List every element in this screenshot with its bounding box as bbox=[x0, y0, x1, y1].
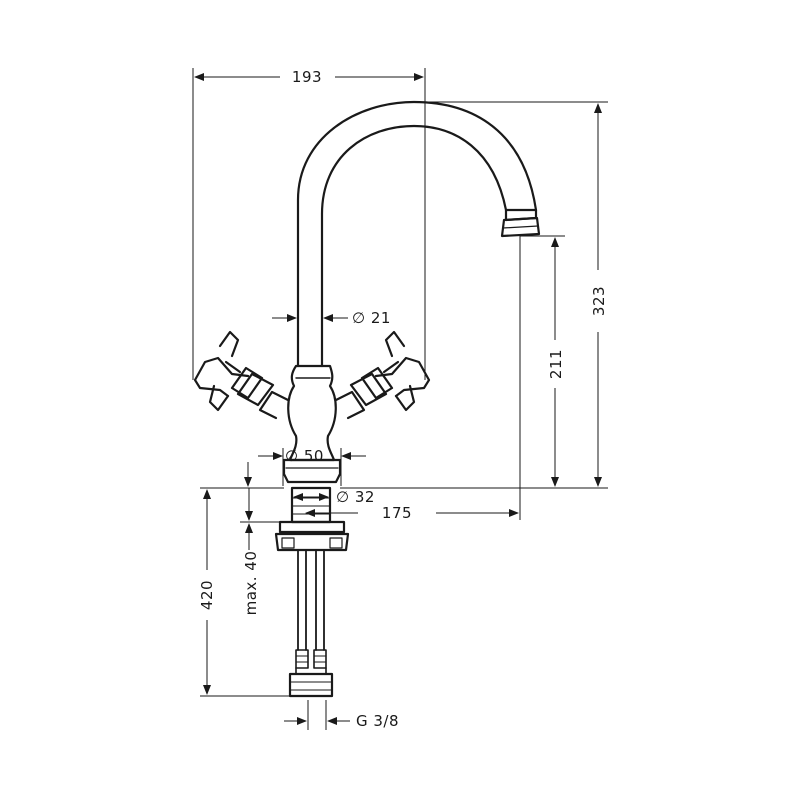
label-max-mounting-depth: max. 40 bbox=[242, 551, 260, 616]
label-spout-reach: 175 bbox=[382, 504, 412, 522]
label-hose-length: 420 bbox=[198, 580, 216, 610]
mounting-shank bbox=[274, 486, 350, 552]
spout-inner bbox=[320, 124, 508, 368]
left-cross-handle bbox=[193, 330, 290, 420]
label-connection-thread: G 3/8 bbox=[356, 712, 399, 730]
dimension-labels: 193 323 211 ∅ 21 ∅ 50 ∅ 32 175 420 max. … bbox=[198, 68, 608, 730]
supply-hoses bbox=[288, 549, 334, 698]
valve-body bbox=[287, 364, 337, 462]
aerator bbox=[500, 208, 541, 238]
spout-outer bbox=[296, 100, 538, 368]
label-spout-height: 211 bbox=[547, 349, 565, 379]
label-overall-height: 323 bbox=[590, 286, 608, 316]
faucet-outline bbox=[193, 100, 541, 698]
right-cross-handle bbox=[334, 330, 431, 420]
label-base-diameter: ∅ 50 bbox=[285, 447, 324, 465]
label-shank-diameter: ∅ 32 bbox=[336, 488, 375, 506]
label-spout-diameter: ∅ 21 bbox=[352, 309, 391, 327]
label-overall-width: 193 bbox=[292, 68, 322, 86]
base-rosette bbox=[282, 458, 342, 484]
dimension-lines bbox=[192, 68, 608, 730]
